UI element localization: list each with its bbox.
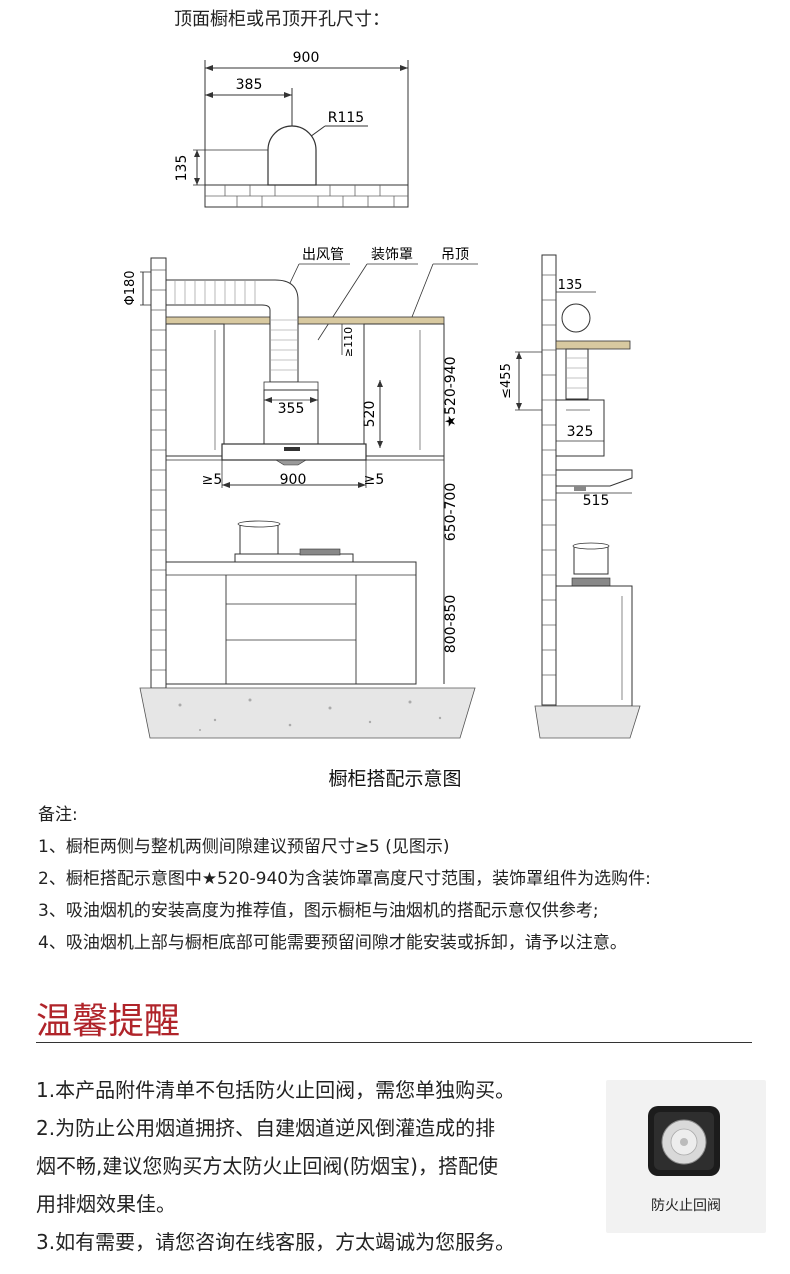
notes-title: 备注: [38,805,78,825]
label-duct: 出风管 [302,247,344,263]
dim-hood-width: 900 [280,472,307,488]
dim-width-900: 900 [293,50,320,66]
side-dim-gap: ≤455 [500,363,514,399]
cabinet-front-diagram: 出风管 装饰罩 吊顶 Φ180 [123,247,478,739]
dim-cabinet-height: 800-850 [443,595,459,654]
dim-right-gap: ≥5 [364,472,385,488]
tip-line: 2.为防止公用烟道拥挤、自建烟道逆风倒灌造成的排 [36,1116,496,1140]
product-label: 防火止回阀 [651,1198,721,1214]
cabinet-side-diagram: 135 ≤455 325 515 [500,254,641,739]
side-dim-duct: 135 [558,278,583,293]
top-diagram-title: 顶面橱柜或吊顶开孔尺寸： [174,9,390,30]
dim-cover-height: 520 [362,401,378,428]
label-ceiling: 吊顶 [441,247,469,263]
tip-line: 烟不畅,建议您购买方太防火止回阀(防烟宝)，搭配使 [36,1154,498,1178]
ceiling-cutout-diagram: 顶面橱柜或吊顶开孔尺寸： 900 385 R115 135 [174,9,409,208]
tips-title: 温馨提醒 [36,1001,181,1042]
dim-left-gap: ≥5 [202,472,223,488]
dim-offset-385: 385 [236,77,263,93]
dim-hood-to-stove: 650-700 [443,483,459,542]
side-dim-depth-upper: 325 [567,424,594,440]
tip-line: 3.如有需要，请您咨询在线客服，方太竭诚为您服务。 [36,1230,516,1254]
note-item: 2、橱柜搭配示意图中★520-940为含装饰罩高度尺寸范围，装饰罩组件为选购件: [38,869,651,889]
dim-height-135: 135 [174,155,190,182]
tips-divider [36,1042,752,1043]
product-image-box [606,1080,766,1233]
dim-radius: R115 [328,110,364,126]
dim-star-range: ★520-940 [443,356,459,427]
dim-duct-dia: Φ180 [123,270,138,305]
fire-check-valve-image [648,1106,720,1176]
note-item: 1、橱柜两侧与整机两侧间隙建议预留尺寸≥5 (见图示) [38,837,450,857]
diagram-caption: 橱柜搭配示意图 [328,768,462,790]
label-cover: 装饰罩 [371,247,413,263]
note-item: 3、吸油烟机的安装高度为推荐值，图示橱柜与油烟机的搭配示意仅供参考; [38,901,599,921]
note-item: 4、吸油烟机上部与橱柜底部可能需要预留间隙才能安装或拆卸，请予以注意。 [38,933,627,953]
side-dim-depth-lower: 515 [583,493,610,509]
tip-line: 用排烟效果佳。 [36,1192,176,1216]
dim-cover-width: 355 [278,401,305,417]
tip-line: 1.本产品附件清单不包括防火止回阀，需您单独购买。 [36,1078,516,1102]
dim-gap-top: ≥110 [342,327,355,357]
